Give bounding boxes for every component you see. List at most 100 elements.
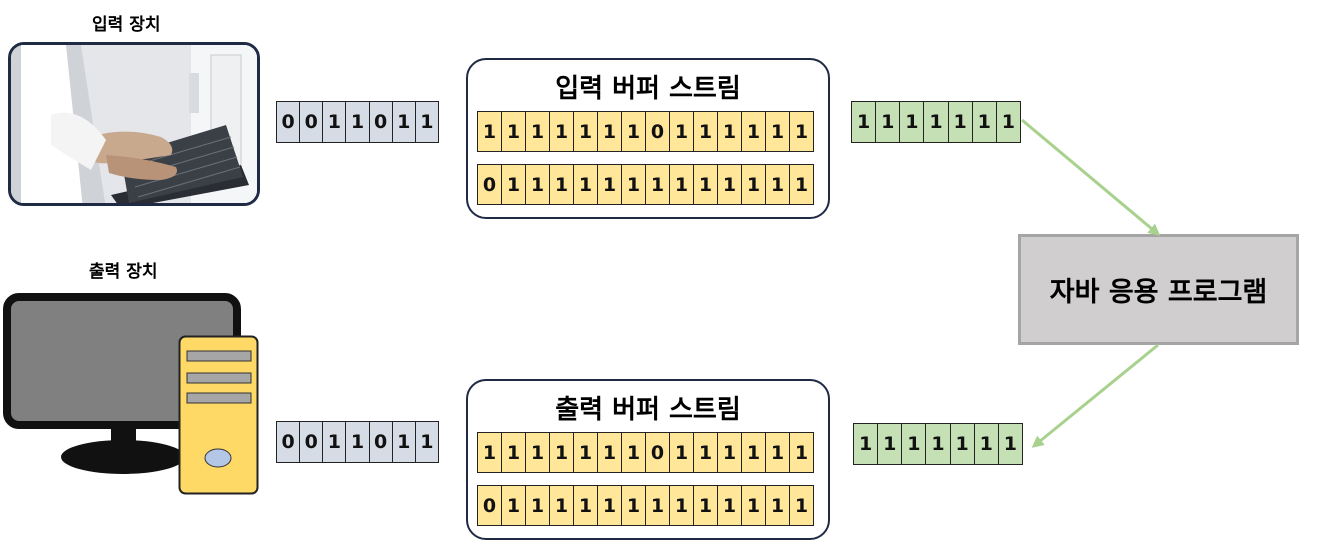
bit-cell: 1 xyxy=(478,433,502,472)
output-buffer-stream-title: 출력 버퍼 스트림 xyxy=(555,395,741,425)
bit-cell: 0 xyxy=(478,486,502,525)
keyboard-photo-icon xyxy=(11,45,257,203)
arrow-to-app xyxy=(1021,118,1161,236)
output-device-label: 출력 장치 xyxy=(89,262,158,282)
bit-cell: 1 xyxy=(718,433,742,472)
bit-cell: 1 xyxy=(646,165,670,204)
bit-cell: 1 xyxy=(694,112,718,151)
bit-cell: 1 xyxy=(694,433,718,472)
bit-cell: 0 xyxy=(478,165,502,204)
input-buffer-row-2: 0 1 1 1 1 1 1 1 1 1 1 1 1 1 xyxy=(477,164,814,205)
bit-cell: 0 xyxy=(369,102,393,142)
input-buffer-row-1: 1 1 1 1 1 1 1 0 1 1 1 1 1 1 xyxy=(477,111,814,152)
bit-cell: 1 xyxy=(526,112,550,151)
bit-cell: 1 xyxy=(550,112,574,151)
bit-cell: 1 xyxy=(998,424,1022,464)
arrow-from-app xyxy=(1031,343,1159,448)
bit-cell: 1 xyxy=(790,486,813,525)
output-buffer-row-2: 0 1 1 1 1 1 1 1 1 1 1 1 1 1 xyxy=(477,485,814,526)
bit-cell: 1 xyxy=(598,486,622,525)
input-device-bits: 0 0 1 1 0 1 1 xyxy=(276,101,439,143)
bit-cell: 1 xyxy=(526,486,550,525)
bit-cell: 1 xyxy=(742,433,766,472)
bit-cell: 1 xyxy=(876,102,901,142)
app-input-bits: 1 1 1 1 1 1 1 xyxy=(851,101,1021,143)
bit-cell: 1 xyxy=(502,112,526,151)
bit-cell: 1 xyxy=(996,102,1020,142)
output-buffer-stream-panel: 출력 버퍼 스트림 1 1 1 1 1 1 1 0 1 1 1 1 1 1 0 … xyxy=(466,379,830,540)
java-application-label: 자바 응용 프로그램 xyxy=(1049,277,1268,308)
input-buffer-stream-title: 입력 버퍼 스트림 xyxy=(555,74,741,104)
java-application-box: 자바 응용 프로그램 xyxy=(1018,234,1299,345)
bit-cell: 1 xyxy=(766,112,790,151)
bit-cell: 1 xyxy=(766,433,790,472)
bit-cell: 1 xyxy=(574,486,598,525)
bit-cell: 1 xyxy=(526,165,550,204)
bit-cell: 1 xyxy=(790,165,813,204)
bit-cell: 1 xyxy=(950,424,975,464)
bit-cell: 0 xyxy=(646,433,670,472)
bit-cell: 1 xyxy=(694,486,718,525)
computer-tower-icon xyxy=(178,335,259,495)
bit-cell: 1 xyxy=(598,112,622,151)
input-buffer-stream-panel: 입력 버퍼 스트림 1 1 1 1 1 1 1 0 1 1 1 1 1 1 0 … xyxy=(466,58,830,219)
bit-cell: 0 xyxy=(300,422,324,462)
bit-cell: 1 xyxy=(526,433,550,472)
bit-cell: 1 xyxy=(900,102,925,142)
bit-cell: 1 xyxy=(670,112,694,151)
bit-cell: 1 xyxy=(622,486,646,525)
bit-cell: 1 xyxy=(766,486,790,525)
bit-cell: 1 xyxy=(502,433,526,472)
bit-cell: 1 xyxy=(323,422,347,462)
bit-cell: 1 xyxy=(742,486,766,525)
bit-cell: 1 xyxy=(790,112,813,151)
bit-cell: 1 xyxy=(550,433,574,472)
bit-cell: 1 xyxy=(718,112,742,151)
bit-cell: 0 xyxy=(277,422,301,462)
bit-cell: 1 xyxy=(926,424,951,464)
keyboard-photo xyxy=(8,42,260,206)
bit-cell: 1 xyxy=(323,102,347,142)
output-device-bits: 0 0 1 1 0 1 1 xyxy=(276,421,439,463)
bit-cell: 1 xyxy=(670,433,694,472)
bit-cell: 1 xyxy=(902,424,927,464)
bit-cell: 1 xyxy=(670,165,694,204)
bit-cell: 1 xyxy=(598,165,622,204)
bit-cell: 1 xyxy=(502,486,526,525)
bit-cell: 1 xyxy=(478,112,502,151)
bit-cell: 1 xyxy=(742,165,766,204)
bit-cell: 1 xyxy=(622,433,646,472)
bit-cell: 1 xyxy=(718,165,742,204)
bit-cell: 1 xyxy=(790,433,813,472)
bit-cell: 1 xyxy=(550,165,574,204)
bit-cell: 1 xyxy=(852,102,877,142)
bit-cell: 1 xyxy=(742,112,766,151)
bit-cell: 1 xyxy=(972,102,997,142)
bit-cell: 0 xyxy=(369,422,393,462)
bit-cell: 1 xyxy=(392,102,416,142)
bit-cell: 1 xyxy=(622,165,646,204)
app-output-bits: 1 1 1 1 1 1 1 xyxy=(853,423,1023,465)
bit-cell: 1 xyxy=(878,424,903,464)
bit-cell: 1 xyxy=(574,112,598,151)
bit-cell: 1 xyxy=(346,422,370,462)
bit-cell: 0 xyxy=(646,112,670,151)
bit-cell: 1 xyxy=(766,165,790,204)
bit-cell: 1 xyxy=(854,424,879,464)
bit-cell: 1 xyxy=(670,486,694,525)
bit-cell: 1 xyxy=(574,165,598,204)
bit-cell: 1 xyxy=(415,422,438,462)
output-buffer-row-1: 1 1 1 1 1 1 1 0 1 1 1 1 1 1 xyxy=(477,432,814,473)
bit-cell: 1 xyxy=(646,486,670,525)
bit-cell: 1 xyxy=(974,424,999,464)
bit-cell: 0 xyxy=(300,102,324,142)
bit-cell: 1 xyxy=(574,433,598,472)
bit-cell: 1 xyxy=(948,102,973,142)
bit-cell: 1 xyxy=(924,102,949,142)
bit-cell: 1 xyxy=(718,486,742,525)
input-device-label: 입력 장치 xyxy=(92,15,161,35)
bit-cell: 1 xyxy=(346,102,370,142)
bit-cell: 0 xyxy=(277,102,301,142)
bit-cell: 1 xyxy=(598,433,622,472)
